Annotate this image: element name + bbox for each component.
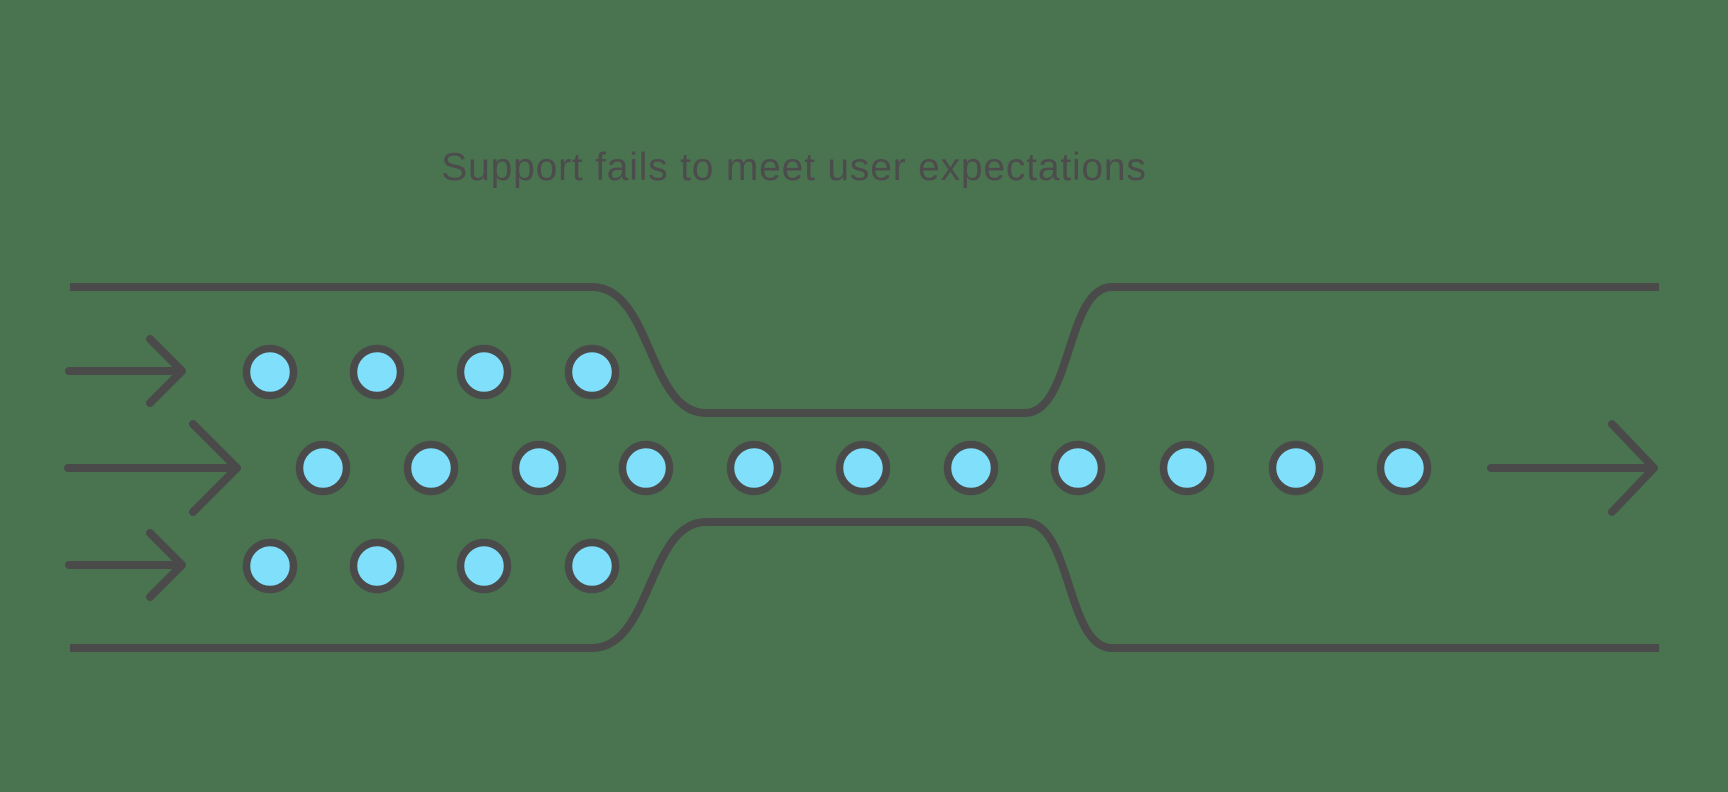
user-dot xyxy=(456,538,512,594)
user-dot xyxy=(1268,440,1324,496)
diagram-title: Support fails to meet user expectations xyxy=(441,146,1147,189)
user-dot xyxy=(1050,440,1106,496)
inflow-arrow-bottom-icon xyxy=(65,529,186,601)
outflow-arrow-icon xyxy=(1487,420,1658,516)
pipe-top-boundary xyxy=(70,283,1659,417)
user-dots-group xyxy=(242,344,1432,594)
user-dot xyxy=(511,440,567,496)
pipe-bottom-boundary xyxy=(70,518,1659,652)
user-dot xyxy=(726,440,782,496)
user-dot xyxy=(943,440,999,496)
user-dot xyxy=(242,344,298,400)
user-dot xyxy=(1159,440,1215,496)
user-dot xyxy=(618,440,674,496)
user-dot xyxy=(295,440,351,496)
user-dot xyxy=(349,538,405,594)
user-dot xyxy=(564,344,620,400)
inflow-arrow-top-icon xyxy=(65,335,186,407)
user-dot xyxy=(564,538,620,594)
user-dot xyxy=(1376,440,1432,496)
user-dot xyxy=(349,344,405,400)
user-dot xyxy=(242,538,298,594)
inflow-arrow-middle-icon xyxy=(64,420,241,516)
user-dot xyxy=(835,440,891,496)
user-dot xyxy=(403,440,459,496)
user-dot xyxy=(456,344,512,400)
